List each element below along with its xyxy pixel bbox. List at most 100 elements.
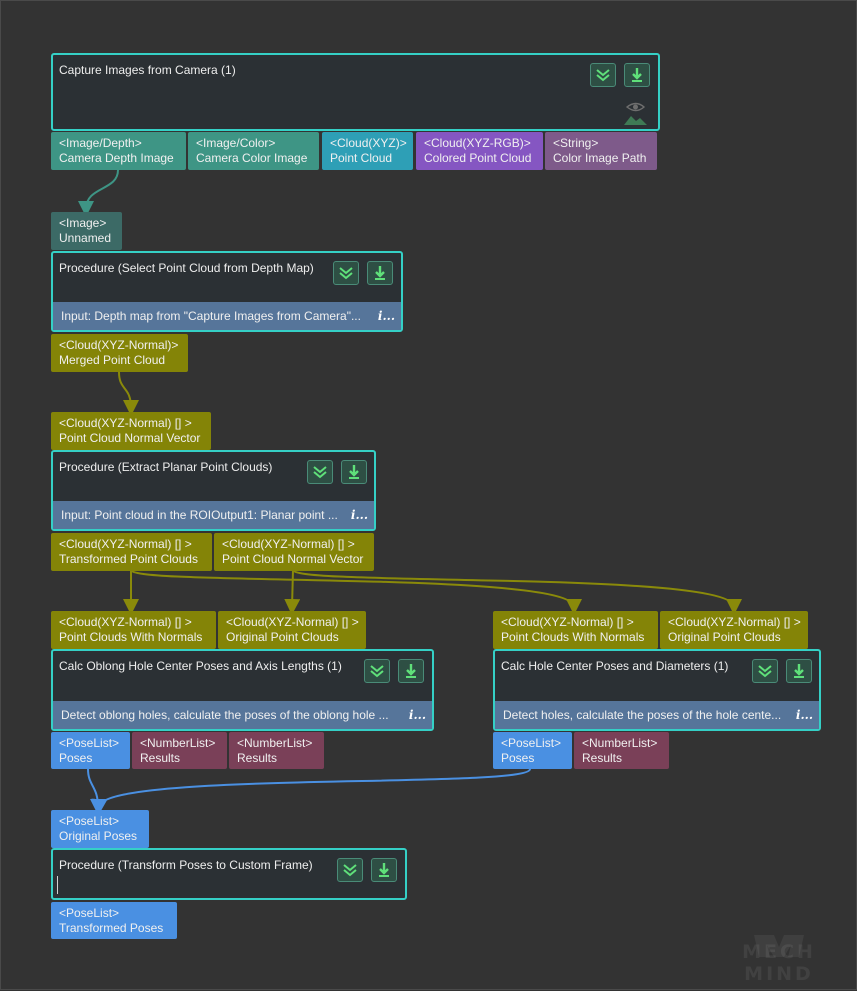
wire-normal-to-hole xyxy=(292,569,742,615)
input-port-unnamed[interactable]: <Image> Unnamed xyxy=(51,212,122,250)
port-type: <String> xyxy=(553,136,599,150)
download-arrow-icon xyxy=(406,664,416,678)
port-type: <NumberList> xyxy=(237,736,313,750)
input-port-original-poses[interactable]: <PoseList> Original Poses xyxy=(51,810,149,848)
node-title: Procedure (Extract Planar Point Clouds) xyxy=(59,460,273,474)
collapse-button[interactable] xyxy=(364,659,390,683)
node-description[interactable]: Input: Point cloud in the ROIOutput1: Pl… xyxy=(53,501,374,529)
node-title: Procedure (Select Point Cloud from Depth… xyxy=(59,261,314,275)
port-name: Camera Color Image xyxy=(196,151,308,165)
port-name: Poses xyxy=(59,751,93,765)
download-button[interactable] xyxy=(398,659,424,683)
output-port-poses[interactable]: <PoseList> Poses xyxy=(51,732,130,769)
download-arrow-icon xyxy=(379,863,389,877)
edit-icon[interactable]: i... xyxy=(377,309,395,323)
download-arrow-icon xyxy=(632,68,642,82)
port-type: <Cloud(XYZ-Normal) [] > xyxy=(59,416,192,430)
port-type: <Image/Depth> xyxy=(59,136,142,150)
logo-text: MECH MIND xyxy=(742,941,816,985)
wire-hole-poses xyxy=(91,768,531,815)
output-port-results[interactable]: <NumberList> Results xyxy=(229,732,324,769)
node-description[interactable]: Detect oblong holes, calculate the poses… xyxy=(53,701,432,729)
port-type: <Cloud(XYZ-RGB)> xyxy=(424,136,531,150)
double-chevron-down-icon xyxy=(339,267,353,280)
output-port-color-image-path[interactable]: <String> Color Image Path xyxy=(545,132,657,170)
text-cursor xyxy=(57,876,58,894)
port-name: Color Image Path xyxy=(553,151,647,165)
port-type: <Cloud(XYZ)> xyxy=(330,136,407,150)
wire-merged-to-normal xyxy=(118,371,139,416)
port-name: Poses xyxy=(501,751,535,765)
extract-planar-node[interactable]: Procedure (Extract Planar Point Clouds) … xyxy=(51,450,376,531)
double-chevron-down-icon xyxy=(758,665,772,678)
output-port-point-cloud-normal-vector[interactable]: <Cloud(XYZ-Normal) [] > Point Cloud Norm… xyxy=(214,533,374,571)
input-port-original-point-clouds[interactable]: <Cloud(XYZ-Normal) [] > Original Point C… xyxy=(660,611,808,649)
port-type: <Cloud(XYZ-Normal) [] > xyxy=(501,615,634,629)
node-description[interactable]: Detect holes, calculate the poses of the… xyxy=(495,701,819,729)
port-type: <Cloud(XYZ-Normal) [] > xyxy=(222,537,355,551)
wire-depth-to-unnamed xyxy=(78,169,119,217)
wire-oblong-poses xyxy=(87,768,106,815)
download-arrow-icon xyxy=(794,664,804,678)
output-port-point-cloud[interactable]: <Cloud(XYZ)> Point Cloud xyxy=(322,132,413,170)
input-port-point-cloud-normal-vector[interactable]: <Cloud(XYZ-Normal) [] > Point Cloud Norm… xyxy=(51,412,211,450)
description-text: Input: Point cloud in the ROIOutput1: Pl… xyxy=(61,508,338,522)
select-point-cloud-node[interactable]: Procedure (Select Point Cloud from Depth… xyxy=(51,251,403,332)
collapse-button[interactable] xyxy=(333,261,359,285)
port-type: <NumberList> xyxy=(140,736,216,750)
port-type: <Cloud(XYZ-Normal) [] > xyxy=(59,615,192,629)
output-port-poses[interactable]: <PoseList> Poses xyxy=(493,732,572,769)
transform-poses-node[interactable]: Procedure (Transform Poses to Custom Fra… xyxy=(51,848,407,900)
input-port-point-clouds-with-normals[interactable]: <Cloud(XYZ-Normal) [] > Point Clouds Wit… xyxy=(493,611,658,649)
output-port-results[interactable]: <NumberList> Results xyxy=(574,732,669,769)
collapse-button[interactable] xyxy=(752,659,778,683)
output-port-camera-color-image[interactable]: <Image/Color> Camera Color Image xyxy=(188,132,319,170)
download-button[interactable] xyxy=(624,63,650,87)
download-button[interactable] xyxy=(786,659,812,683)
port-name: Camera Depth Image xyxy=(59,151,174,165)
node-title: Calc Oblong Hole Center Poses and Axis L… xyxy=(59,659,342,673)
calc-oblong-hole-node[interactable]: Calc Oblong Hole Center Poses and Axis L… xyxy=(51,649,434,731)
input-port-point-clouds-with-normals[interactable]: <Cloud(XYZ-Normal) [] > Point Clouds Wit… xyxy=(51,611,216,649)
eye-image-icon[interactable] xyxy=(622,99,648,127)
download-arrow-icon xyxy=(349,465,359,479)
output-port-transformed-point-clouds[interactable]: <Cloud(XYZ-Normal) [] > Transformed Poin… xyxy=(51,533,212,571)
wire-transformed-to-hole xyxy=(130,569,582,615)
node-title: Capture Images from Camera (1) xyxy=(59,63,236,77)
port-type: <PoseList> xyxy=(59,906,120,920)
output-port-transformed-poses[interactable]: <PoseList> Transformed Poses xyxy=(51,902,177,939)
output-port-results[interactable]: <NumberList> Results xyxy=(132,732,227,769)
download-arrow-icon xyxy=(375,266,385,280)
output-port-colored-point-cloud[interactable]: <Cloud(XYZ-RGB)> Colored Point Cloud xyxy=(416,132,543,170)
mech-mind-logo: MECH MIND xyxy=(704,931,854,987)
double-chevron-down-icon xyxy=(343,864,357,877)
port-name: Transformed Poses xyxy=(59,921,164,935)
edit-icon[interactable]: i... xyxy=(408,708,426,722)
logo-mark-icon xyxy=(754,935,804,957)
description-text: Detect oblong holes, calculate the poses… xyxy=(61,708,389,722)
output-port-camera-depth-image[interactable]: <Image/Depth> Camera Depth Image xyxy=(51,132,186,170)
port-name: Original Point Clouds xyxy=(226,630,339,644)
port-name: Transformed Point Clouds xyxy=(59,552,198,566)
port-name: Results xyxy=(140,751,181,765)
input-port-original-point-clouds[interactable]: <Cloud(XYZ-Normal) [] > Original Point C… xyxy=(218,611,366,649)
port-type: <Cloud(XYZ-Normal) [] > xyxy=(668,615,801,629)
capture-images-node[interactable]: Capture Images from Camera (1) xyxy=(51,53,660,131)
download-button[interactable] xyxy=(371,858,397,882)
port-name: Colored Point Cloud xyxy=(424,151,532,165)
collapse-button[interactable] xyxy=(307,460,333,484)
download-button[interactable] xyxy=(367,261,393,285)
collapse-button[interactable] xyxy=(590,63,616,87)
output-port-merged-point-cloud[interactable]: <Cloud(XYZ-Normal)> Merged Point Cloud xyxy=(51,334,188,372)
port-type: <PoseList> xyxy=(501,736,562,750)
download-button[interactable] xyxy=(341,460,367,484)
port-type: <Cloud(XYZ-Normal) [] > xyxy=(59,537,192,551)
edit-icon[interactable]: i... xyxy=(350,508,368,522)
node-description[interactable]: Input: Depth map from "Capture Images fr… xyxy=(53,302,401,330)
port-name: Unnamed xyxy=(59,231,112,245)
edit-icon[interactable]: i... xyxy=(795,708,813,722)
port-name: Point Clouds With Normals xyxy=(59,630,203,644)
collapse-button[interactable] xyxy=(337,858,363,882)
calc-hole-center-node[interactable]: Calc Hole Center Poses and Diameters (1)… xyxy=(493,649,821,731)
